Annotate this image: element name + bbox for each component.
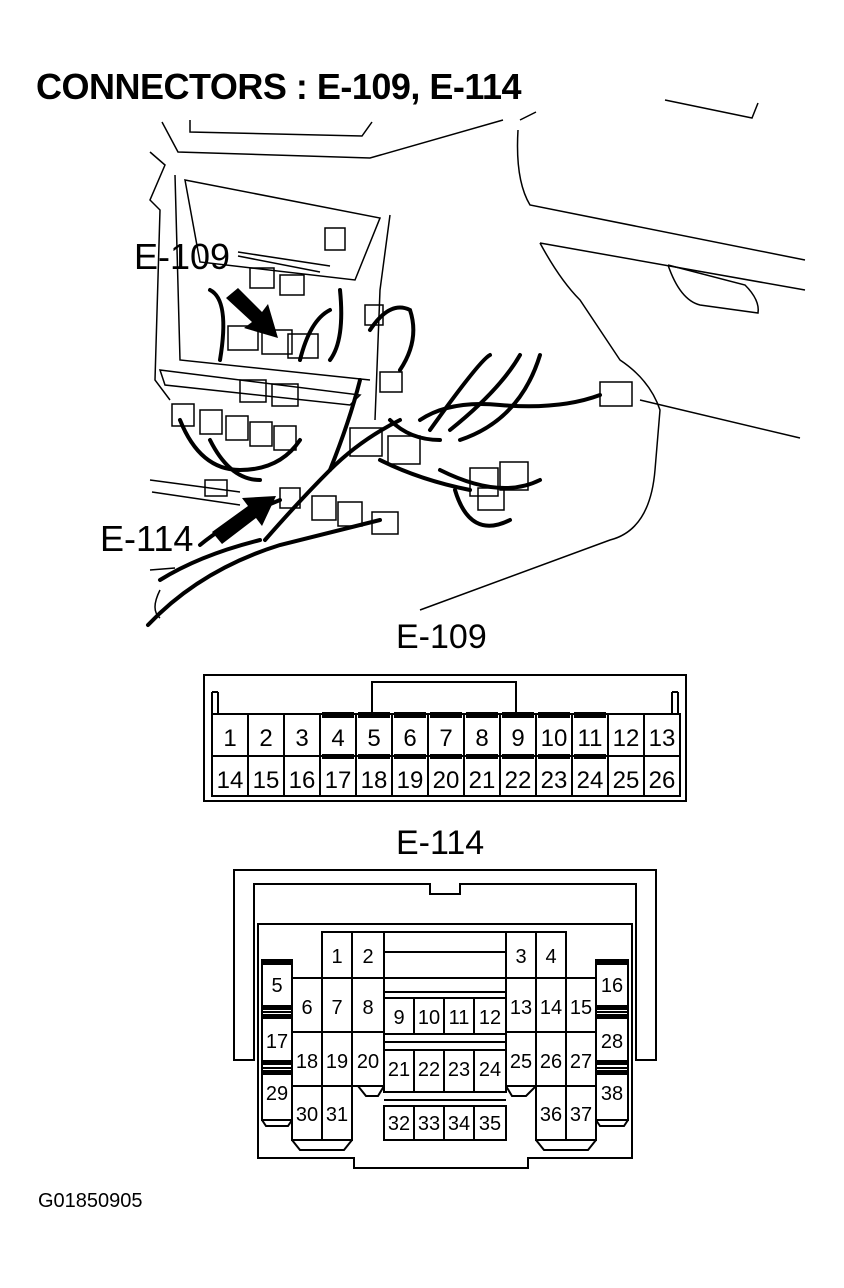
e109-pin-8: 8 xyxy=(475,725,488,752)
e109-pin-7: 7 xyxy=(439,725,452,752)
location-illustration xyxy=(146,99,806,627)
e109-pin-1: 1 xyxy=(223,725,236,752)
e109-pin-26: 26 xyxy=(649,767,676,794)
e114-pin-26: 26 xyxy=(540,1051,562,1073)
e114-pin-5: 5 xyxy=(271,975,282,997)
e114-pin-9: 9 xyxy=(393,1007,404,1029)
e114-pin-25: 25 xyxy=(510,1051,532,1073)
e109-pin-14: 14 xyxy=(217,767,244,794)
e114-pin-3: 3 xyxy=(515,946,526,968)
figure-id: G01850905 xyxy=(38,1190,143,1212)
e109-pin-10: 10 xyxy=(541,725,568,752)
e109-pin-13: 13 xyxy=(649,725,676,752)
e114-pin-23: 23 xyxy=(448,1059,470,1081)
e114-pin-14: 14 xyxy=(540,997,562,1019)
e109-pin-24: 24 xyxy=(577,767,604,794)
e109-pin-11: 11 xyxy=(578,725,603,752)
e114-pin-24: 24 xyxy=(479,1059,501,1081)
e109-pin-15: 15 xyxy=(253,767,280,794)
e114-pin-38: 38 xyxy=(601,1083,623,1105)
e109-pin-6: 6 xyxy=(403,725,416,752)
callout-e109: E-109 xyxy=(134,236,231,277)
e114-pin-18: 18 xyxy=(296,1051,318,1073)
e114-pin-32: 32 xyxy=(388,1113,410,1135)
e109-pin-18: 18 xyxy=(361,767,388,794)
e109-pin-12: 12 xyxy=(613,725,640,752)
e114-pin-27: 27 xyxy=(570,1051,592,1073)
page-title: CONNECTORS : E-109, E-114 xyxy=(36,66,522,107)
e114-pin-2: 2 xyxy=(362,946,373,968)
e109-pin-9: 9 xyxy=(511,725,524,752)
e109-pin-20: 20 xyxy=(433,767,460,794)
e114-pin-29: 29 xyxy=(266,1083,288,1105)
e114-pin-37: 37 xyxy=(570,1104,592,1126)
e109-pin-5: 5 xyxy=(367,725,380,752)
e114-pin-10: 10 xyxy=(418,1007,440,1029)
e114-pin-6: 6 xyxy=(301,997,312,1019)
e109-pin-17: 17 xyxy=(325,767,352,794)
e109-pin-4: 4 xyxy=(331,725,344,752)
e114-pin-1: 1 xyxy=(331,946,342,968)
e114-pin-8: 8 xyxy=(362,997,373,1019)
e109-pin-3: 3 xyxy=(295,725,308,752)
e114-pin-7: 7 xyxy=(331,997,342,1019)
e109-pin-25: 25 xyxy=(613,767,640,794)
e109-pin-2: 2 xyxy=(259,725,272,752)
e109-pin-19: 19 xyxy=(397,767,424,794)
e114-pin-17: 17 xyxy=(266,1031,288,1053)
e114-pin-4: 4 xyxy=(545,946,556,968)
e114-pin-28: 28 xyxy=(601,1031,623,1053)
e114-pin-21: 21 xyxy=(388,1059,410,1081)
e109-pin-23: 23 xyxy=(541,767,568,794)
e114-pin-35: 35 xyxy=(479,1113,501,1135)
e109-heading: E-109 xyxy=(396,618,487,656)
e114-pin-33: 33 xyxy=(418,1113,440,1135)
e109-pin-21: 21 xyxy=(469,767,496,794)
e114-pin-20: 20 xyxy=(357,1051,379,1073)
e114-pin-22: 22 xyxy=(418,1059,440,1081)
e109-pin-22: 22 xyxy=(505,767,532,794)
e114-pin-19: 19 xyxy=(326,1051,348,1073)
e114-pin-36: 36 xyxy=(540,1104,562,1126)
e109-pin-16: 16 xyxy=(289,767,316,794)
e114-pin-11: 11 xyxy=(449,1007,470,1029)
e114-pin-16: 16 xyxy=(601,975,623,997)
e114-pin-15: 15 xyxy=(570,997,592,1019)
callout-e114: E-114 xyxy=(100,518,194,559)
e114-pin-12: 12 xyxy=(479,1007,501,1029)
e114-pin-34: 34 xyxy=(448,1113,470,1135)
e114-pin-30: 30 xyxy=(296,1104,318,1126)
e114-pin-13: 13 xyxy=(510,997,532,1019)
e114-heading: E-114 xyxy=(396,824,485,862)
e114-pin-31: 31 xyxy=(326,1104,348,1126)
